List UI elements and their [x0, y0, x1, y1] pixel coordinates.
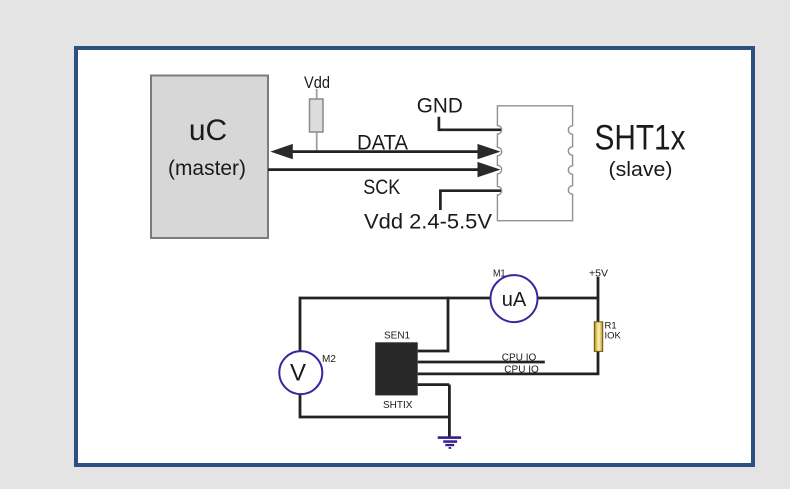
svg-text:SHT1x: SHT1x: [595, 119, 686, 158]
svg-text:M2: M2: [322, 354, 336, 365]
svg-text:(master): (master): [168, 157, 246, 180]
svg-text:V: V: [290, 360, 306, 387]
svg-text:SHTIX: SHTIX: [383, 400, 413, 411]
svg-text:DATA: DATA: [357, 132, 408, 155]
svg-text:GND: GND: [417, 95, 463, 118]
svg-text:CPU IO: CPU IO: [504, 364, 539, 375]
svg-text:Vdd: Vdd: [304, 73, 330, 92]
svg-text:SCK: SCK: [363, 176, 400, 199]
svg-text:uA: uA: [502, 289, 527, 311]
svg-text:M1: M1: [493, 269, 506, 280]
svg-text:R1: R1: [605, 321, 617, 332]
svg-text:(slave): (slave): [609, 159, 673, 181]
svg-text:Vdd 2.4-5.5V: Vdd 2.4-5.5V: [364, 211, 492, 234]
svg-text:+5V: +5V: [589, 269, 608, 280]
svg-text:CPU IO: CPU IO: [502, 352, 537, 363]
svg-text:SEN1: SEN1: [384, 331, 411, 342]
svg-text:IOK: IOK: [605, 331, 622, 342]
svg-text:uC: uC: [189, 114, 227, 147]
